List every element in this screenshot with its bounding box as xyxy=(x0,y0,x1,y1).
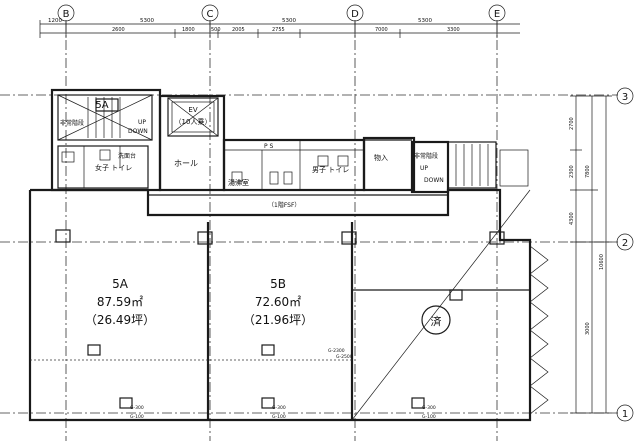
dim-right-6: 3000 xyxy=(585,322,591,335)
dim-top-2: 5300 xyxy=(140,18,154,24)
dim-right-4: 4300 xyxy=(569,212,575,225)
left-stair xyxy=(57,94,153,141)
eq-label-1: G-300 xyxy=(130,405,144,411)
corridor-note: （1階FSF） xyxy=(268,201,300,209)
eq-label-2: G-100 xyxy=(130,414,144,420)
occupied-unit-marker xyxy=(351,189,531,421)
grid-label-e: E xyxy=(494,9,500,20)
eq-label-6: G-100 xyxy=(422,414,436,420)
right-stair xyxy=(447,141,529,189)
mens-toilet-label: 男子 トイレ xyxy=(312,166,349,174)
top-dimension-lines xyxy=(39,20,520,38)
grid-bubble-d: D xyxy=(346,4,364,22)
elevator-capacity: （10人乗） xyxy=(175,117,212,126)
mens-toilet-area xyxy=(224,140,364,190)
stair-left-label: 非常階段 xyxy=(60,119,84,127)
grid-label-2: 2 xyxy=(622,238,628,249)
eq-label-3: G-300 xyxy=(272,405,286,411)
column-grid-lines xyxy=(65,22,498,441)
grid-bubble-2: 2 xyxy=(616,233,634,251)
ps-label: P S xyxy=(264,143,274,150)
grid-label-c: C xyxy=(207,9,214,20)
dim-detail-7: 3300 xyxy=(447,27,460,33)
dim-detail-1: 2600 xyxy=(112,27,125,33)
dim-top-4: 5300 xyxy=(418,18,432,24)
stair-left-label-5a: 5A xyxy=(95,100,108,111)
grid-bubble-c: C xyxy=(201,4,219,22)
unit-5b-area: 72.60㎡ xyxy=(255,295,301,309)
elevator xyxy=(167,97,219,137)
right-dimension-lines xyxy=(570,95,612,414)
dim-right-3: 7800 xyxy=(585,165,591,178)
dim-right-5: 10600 xyxy=(599,254,605,270)
eq-label-5: G-300 xyxy=(422,405,436,411)
eq-label-7: G-2300 xyxy=(328,348,345,354)
exterior-louver xyxy=(529,245,549,415)
dim-top-3: 5300 xyxy=(282,18,296,24)
stair-right-label: 非常階段 xyxy=(414,152,438,160)
grid-bubble-1: 1 xyxy=(616,404,634,422)
stair-right-down: DOWN xyxy=(424,177,444,184)
grid-label-d: D xyxy=(351,9,359,20)
grid-label-b: B xyxy=(63,9,70,20)
womens-toilet-label: 女子 トイレ xyxy=(95,163,132,172)
core-walls xyxy=(50,88,450,194)
dim-detail-2: 1800 xyxy=(182,27,195,33)
row-grid-lines xyxy=(0,94,618,414)
storage-label: 物入 xyxy=(374,153,388,162)
unit-5a-label: 5A 87.59㎡ （26.49坪） xyxy=(85,277,155,327)
eq-label-8: G-2500 xyxy=(336,354,353,360)
unit-5b-name: 5B xyxy=(270,277,286,291)
dim-right-1: 2700 xyxy=(569,117,575,130)
womens-toilet-area xyxy=(57,145,149,189)
dim-detail-6: 7000 xyxy=(375,27,388,33)
dim-top-1: 1200 xyxy=(48,18,62,24)
dim-detail-3: 500 xyxy=(211,27,221,33)
stair-right-up: UP xyxy=(420,165,428,172)
unit-5b-label: 5B 72.60㎡ （21.96坪） xyxy=(243,277,313,327)
dim-detail-4: 2005 xyxy=(232,27,245,33)
washroom-left-label: 洗面台 xyxy=(118,152,136,160)
unit-5a-area: 87.59㎡ xyxy=(97,295,143,309)
unit-5b-tsubo: （21.96坪） xyxy=(243,313,313,327)
occupied-label: 済 xyxy=(431,314,442,328)
grid-label-3: 3 xyxy=(622,92,628,103)
grid-bubble-e: E xyxy=(488,4,506,22)
hot-water-label: 湯沸室 xyxy=(228,178,249,187)
stair-left-down: DOWN xyxy=(128,128,148,135)
eq-label-4: G-100 xyxy=(272,414,286,420)
grid-label-1: 1 xyxy=(622,409,628,420)
grid-bubble-3: 3 xyxy=(616,87,634,105)
unit-5a-name: 5A xyxy=(112,277,129,291)
elevator-label: EV xyxy=(188,106,197,114)
hall-label: ホール xyxy=(174,159,198,168)
dim-detail-5: 2755 xyxy=(272,27,285,33)
dim-right-2: 2300 xyxy=(569,165,575,178)
column-markers xyxy=(55,229,505,409)
stair-left-up: UP xyxy=(138,119,146,126)
unit-5a-tsubo: （26.49坪） xyxy=(85,313,155,327)
